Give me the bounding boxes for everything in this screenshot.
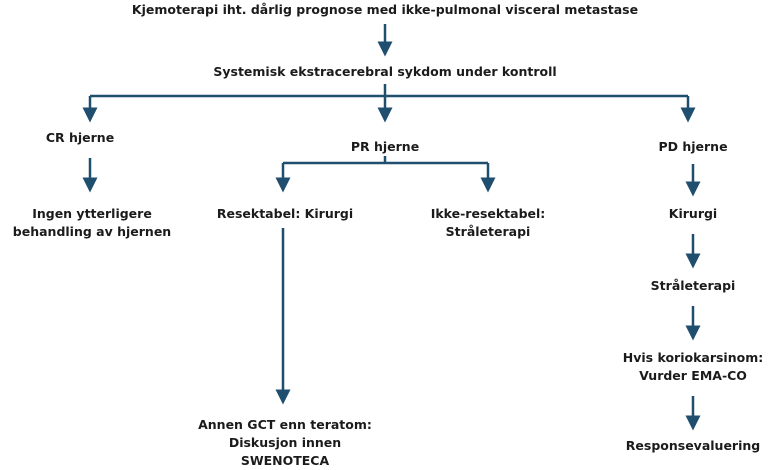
- node-choriocarcinoma-ema-co: Hvis koriokarsinom: Vurder EMA-CO: [622, 350, 764, 383]
- node-no-further-treatment: Ingen ytterligere behandling av hjernen: [12, 206, 172, 239]
- node-unresectable-radiation: Ikke-resektabel: Stråleterapi: [430, 206, 546, 239]
- node-systemic-control: Systemisk ekstracerebral sykdom under ko…: [213, 64, 557, 79]
- node-pr-brain: PR hjerne: [350, 139, 420, 154]
- node-chemotherapy: Kjemoterapi iht. dårlig prognose med ikk…: [131, 2, 639, 17]
- node-pd-surgery: Kirurgi: [668, 206, 718, 221]
- node-pd-radiation: Stråleterapi: [650, 278, 736, 293]
- node-gct-discussion: Annen GCT enn teratom: Diskusjon innen S…: [198, 417, 372, 468]
- node-pd-brain: PD hjerne: [658, 139, 728, 154]
- node-cr-brain: CR hjerne: [45, 130, 115, 145]
- node-resectable-surgery: Resektabel: Kirurgi: [216, 206, 354, 221]
- node-response-evaluation: Responsevaluering: [625, 438, 761, 453]
